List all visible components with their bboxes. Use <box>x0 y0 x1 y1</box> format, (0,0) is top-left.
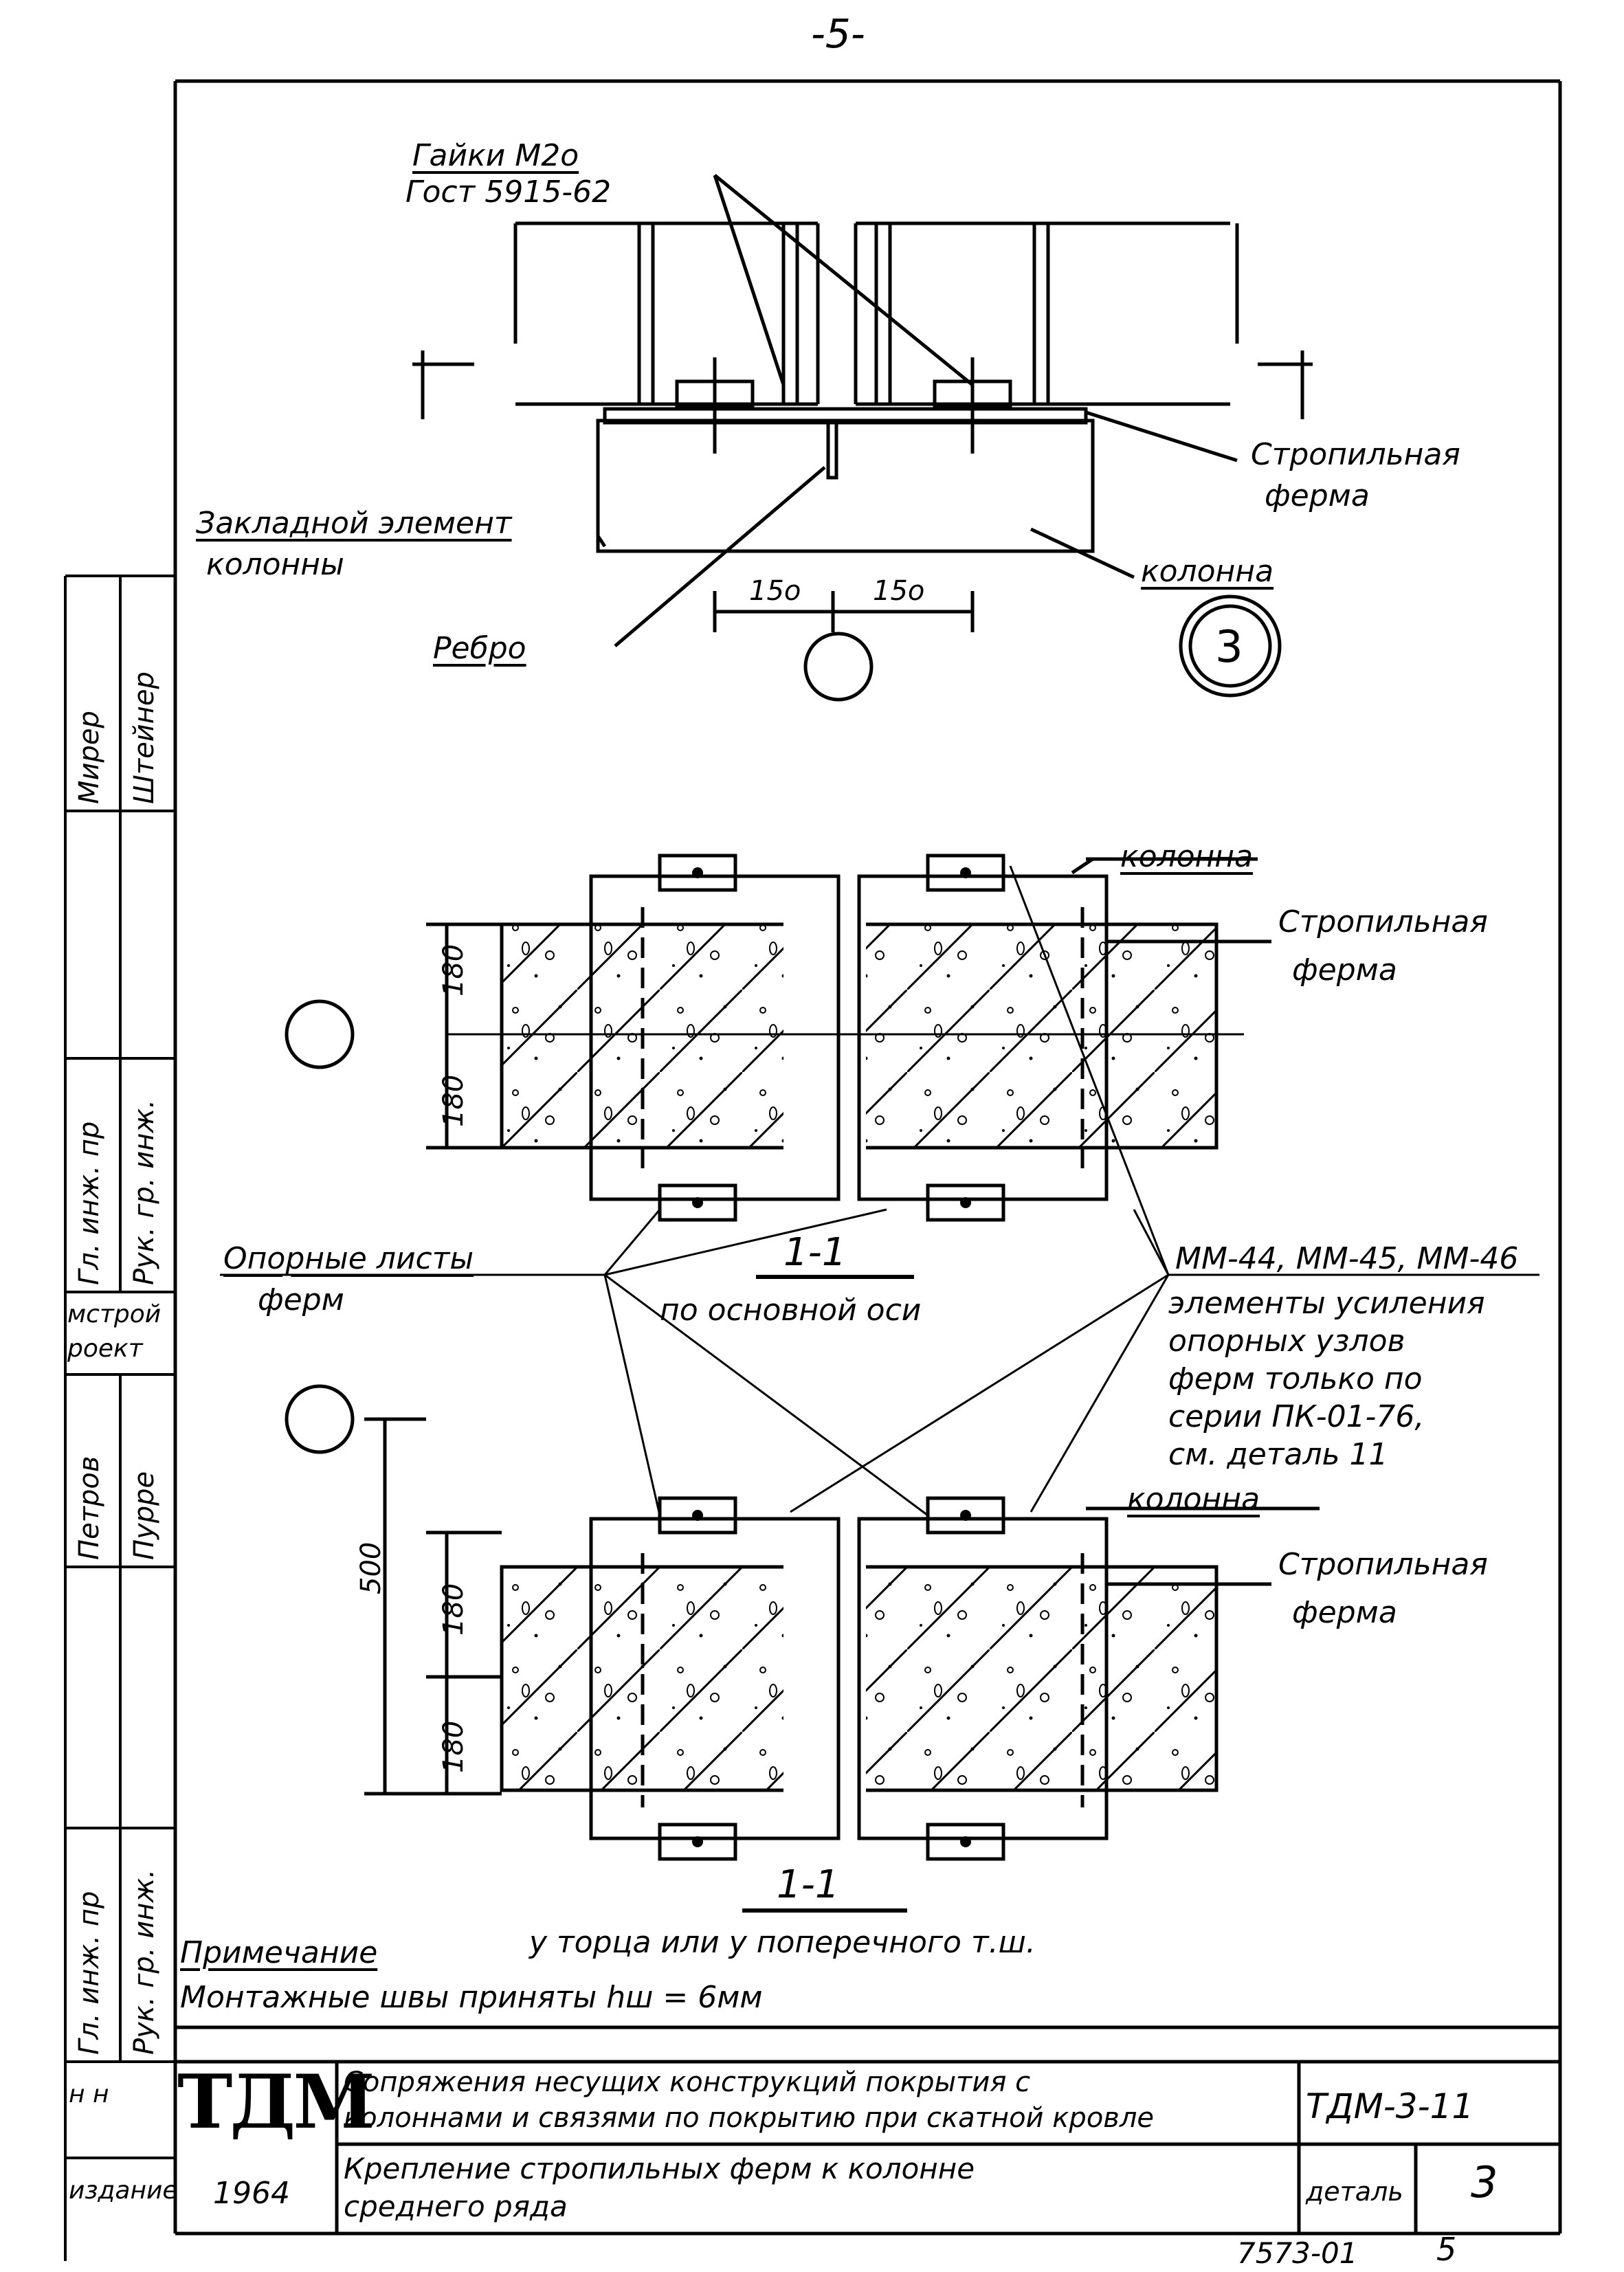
drawing-code: ТДМ-3-11 <box>1306 2086 1474 2126</box>
truss-label-sec1-2: ферма <box>1292 953 1397 988</box>
elements-title: ММ-44, ММ-45, ММ-46 <box>1175 1241 1519 1276</box>
subtitle-line-1: Крепление стропильных ферм к колонне <box>344 2152 975 2185</box>
stamp-r6: Пурре <box>129 1471 160 1560</box>
elements-line-2: опорных узлов <box>1168 1324 1405 1359</box>
stamp-r10: издание <box>69 2176 178 2205</box>
support-sheets-label-1: Опорные листы <box>223 1241 474 1276</box>
truss-label-2: ферма <box>1265 478 1370 513</box>
stamp-r8: Рук. гр. инж. <box>129 1869 160 2055</box>
truss-label-sec2-2: ферма <box>1292 1595 1397 1630</box>
notes-title: Примечание <box>180 1935 378 1970</box>
section-mark-top: 1-1 <box>783 1230 847 1275</box>
nuts-label: Гайки М2о <box>412 138 579 173</box>
section-mark-underlines <box>742 1275 914 1913</box>
sheet-frame <box>173 79 1562 2236</box>
section-top <box>285 854 1271 1222</box>
support-sheets-label-2: ферм <box>258 1282 344 1317</box>
title-line-2: колоннами и связями по покрытию при скат… <box>344 2102 1155 2134</box>
detail-label: деталь <box>1306 2176 1403 2207</box>
dim-left: 15о <box>749 575 801 607</box>
notes-line-1: у торца или у поперечного т.ш. <box>529 1925 1036 1960</box>
stamp-org-2: роект <box>67 1335 143 1363</box>
stamp-org-1: мстрой <box>67 1300 162 1328</box>
embed-label-1: Закладной элемент <box>196 506 512 541</box>
detail-value: 3 <box>1471 2157 1498 2207</box>
dim-180-sec2-bottom: 180 <box>438 1720 469 1773</box>
truss-label-sec2-1: Стропильная <box>1278 1547 1488 1582</box>
plan-view <box>412 174 1313 702</box>
truss-label-1: Стропильная <box>1251 437 1460 472</box>
stamp-r1: Мирер <box>74 711 105 804</box>
column-label-sec1: колонна <box>1120 839 1254 874</box>
section-mark-bottom: 1-1 <box>777 1862 840 1907</box>
stamp-r3: Гл. инж. пр <box>74 1121 105 1285</box>
column-label-plan: колонна <box>1141 554 1274 589</box>
section-bottom <box>285 1384 1320 1861</box>
page-number: -5- <box>811 10 865 57</box>
column-label-sec2: колонна <box>1127 1482 1260 1517</box>
callout-leaders <box>220 865 1539 1517</box>
embed-label-2: колонны <box>206 547 344 582</box>
stamp-r5: Петров <box>74 1456 105 1560</box>
stamp-r4: Рук. гр. инж. <box>129 1099 160 1285</box>
stamp-r9: н н <box>69 2080 109 2108</box>
elements-line-4: серии ПК-01-76, <box>1168 1399 1425 1434</box>
dim-right: 15о <box>873 575 925 607</box>
gost-label: Гост 5915-62 <box>405 175 612 210</box>
stamp-r7: Гл. инж. пр <box>74 1891 105 2055</box>
truss-label-sec1-1: Стропильная <box>1278 904 1488 939</box>
subtitle-line-2: среднего ряда <box>344 2190 568 2223</box>
year: 1964 <box>213 2176 290 2211</box>
dim-180-sec2-top: 180 <box>438 1583 469 1636</box>
title-line-1: Сопряжения несущих конструкций покрытия … <box>344 2067 1031 2098</box>
side-stamp-grid <box>64 575 175 2261</box>
logo: ТДМ <box>177 2059 375 2146</box>
elements-line-3: ферм только по <box>1168 1361 1423 1396</box>
elements-line-1: элементы усиления <box>1168 1286 1485 1321</box>
dim-180-sec1-top: 180 <box>438 944 469 996</box>
elements-line-5: см. деталь 11 <box>1168 1437 1388 1472</box>
stamp-r2: Штейнер <box>129 671 160 804</box>
notes-line-2: Монтажные швы приняты hш = 6мм <box>180 1980 763 2015</box>
section-caption-top: по основной оси <box>660 1293 922 1328</box>
dim-180-sec1-bottom: 180 <box>438 1074 469 1127</box>
sheet-code: 7573-01 <box>1237 2236 1358 2270</box>
detail-number: 3 <box>1215 622 1243 673</box>
title-block-grid <box>175 2025 1560 2234</box>
dim-500-sec2: 500 <box>355 1541 387 1594</box>
sheet-num: 5 <box>1436 2231 1457 2268</box>
rib-label: Ребро <box>433 631 526 666</box>
